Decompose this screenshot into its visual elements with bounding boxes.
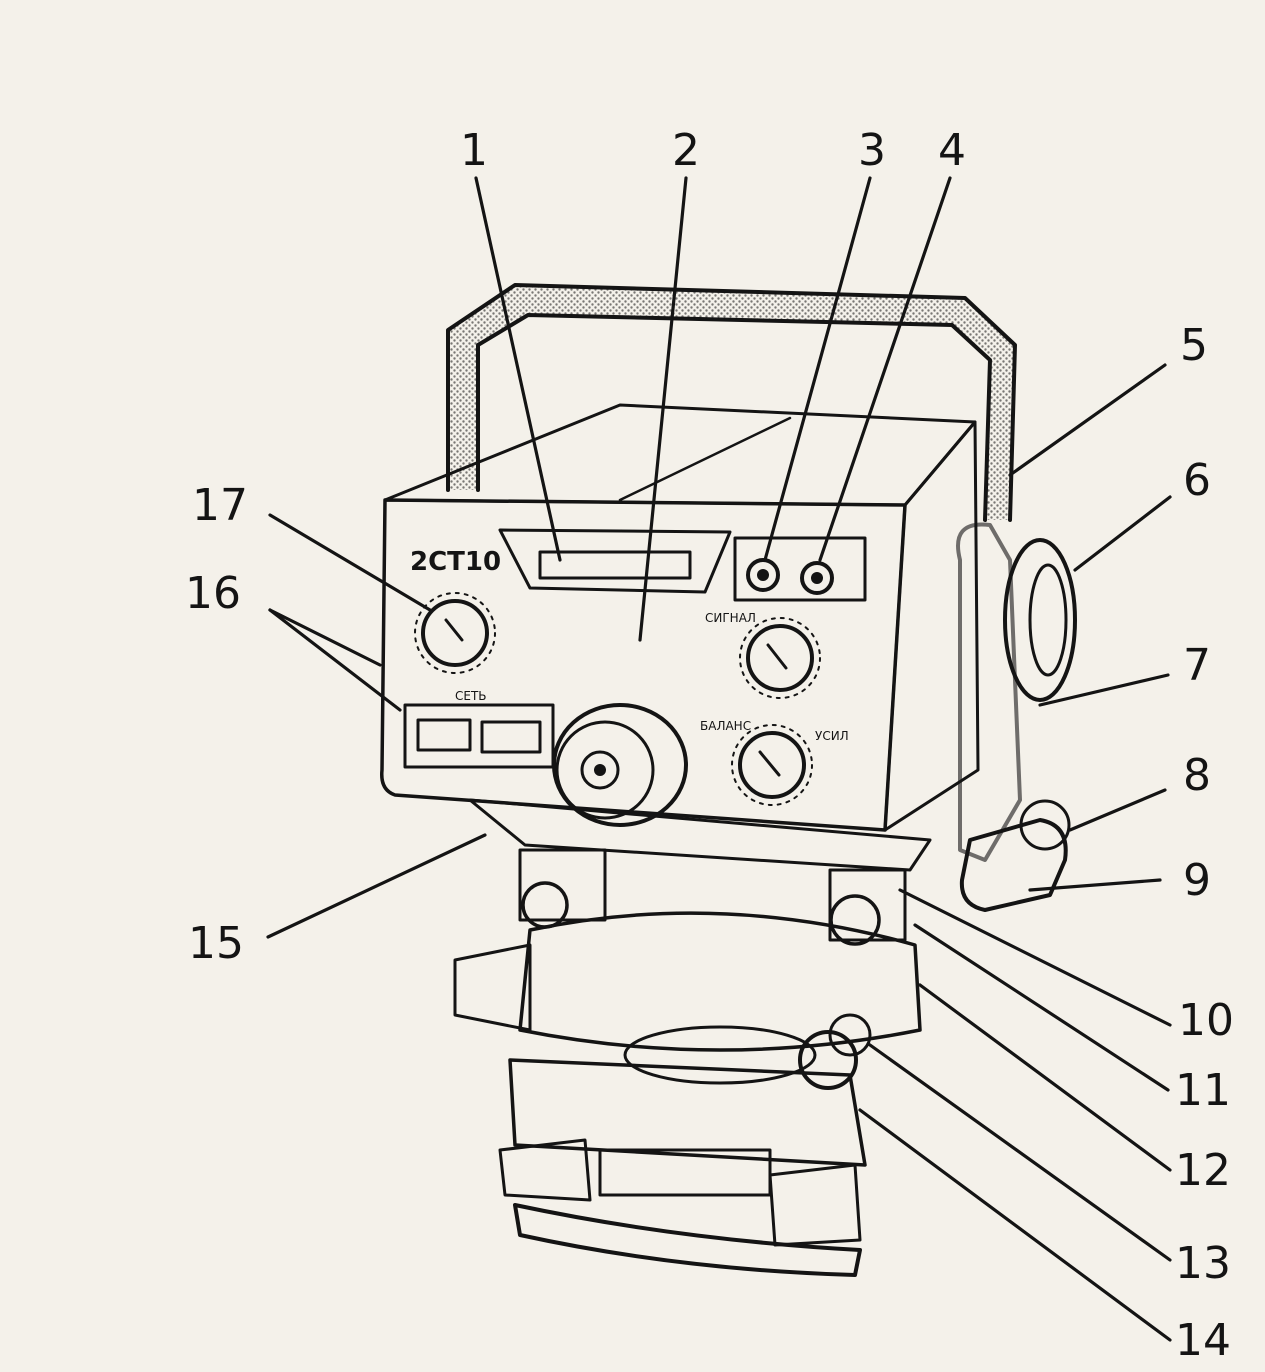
rotating-drum [453, 911, 922, 1090]
callout-8: 8 [1183, 750, 1211, 801]
tribrach [498, 1058, 867, 1277]
callout-6: 6 [1183, 455, 1211, 506]
leader-9 [1028, 878, 1162, 892]
leader-16b [268, 608, 382, 667]
callout-10: 10 [1178, 995, 1234, 1046]
callout-11: 11 [1175, 1065, 1231, 1116]
callout-5: 5 [1180, 320, 1208, 371]
model-label: 2СТ10 [410, 547, 501, 577]
callout-16: 16 [185, 568, 241, 619]
lower-body [468, 798, 932, 946]
leader-17 [268, 513, 432, 612]
callout-13: 13 [1175, 1238, 1231, 1289]
leader-6 [1073, 495, 1172, 572]
leader-4 [818, 176, 952, 562]
leader-8 [1068, 788, 1167, 832]
callout-1: 1 [460, 125, 488, 176]
leader-11 [913, 923, 1170, 1092]
front-panel: 2СТ10 СИГНАЛ БАЛАНС УСИЛ СЕТЬ [380, 420, 980, 832]
leader-lines [266, 176, 1172, 1342]
callout-4: 4 [938, 125, 966, 176]
side-eyepiece [956, 522, 1077, 912]
leader-12 [918, 983, 1172, 1172]
leader-16a [268, 608, 402, 712]
callout-numbers: 1 2 3 4 5 6 7 8 9 10 11 12 13 14 15 16 1… [185, 125, 1234, 1366]
callout-2: 2 [672, 125, 700, 176]
leader-5 [1008, 363, 1167, 477]
callout-17: 17 [192, 480, 248, 531]
leader-3 [763, 176, 872, 562]
carrying-handle [446, 283, 1017, 522]
callout-3: 3 [858, 125, 886, 176]
callout-9: 9 [1183, 855, 1211, 906]
leader-10 [898, 888, 1172, 1027]
callout-12: 12 [1175, 1145, 1231, 1196]
leader-15 [266, 833, 487, 939]
callout-7: 7 [1183, 640, 1211, 691]
leader-7 [1038, 673, 1170, 707]
balance-knob-label: БАЛАНС [700, 719, 751, 733]
leader-1 [474, 176, 562, 562]
callout-15: 15 [188, 918, 244, 969]
signal-knob-label: СИГНАЛ [705, 611, 756, 625]
leader-2 [638, 176, 688, 642]
leader-13 [868, 1043, 1172, 1262]
callout-14: 14 [1175, 1315, 1231, 1366]
leader-14 [858, 1108, 1172, 1342]
gain-knob-label: УСИЛ [815, 729, 849, 743]
power-knob-label: СЕТЬ [455, 689, 487, 703]
